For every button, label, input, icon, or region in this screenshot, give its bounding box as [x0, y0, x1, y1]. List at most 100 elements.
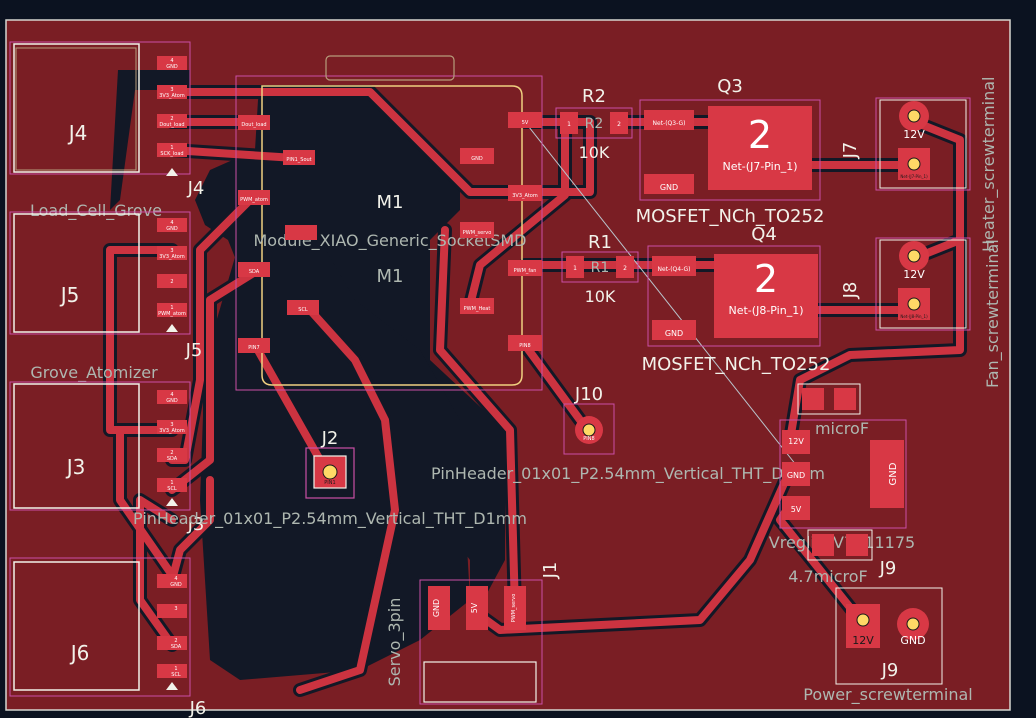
capacitor-c2[interactable]: 4.7microF: [788, 529, 873, 586]
header-j2[interactable]: J2 PIN1: [305, 428, 355, 499]
j3-pad-1-net: SCL: [167, 486, 177, 492]
j3-pad-2-net: SDA: [167, 456, 178, 462]
terminal-j8[interactable]: J8 12V Net-(J8-Pin_1): [840, 237, 971, 331]
fab-m1: Module_XIAO_Generic_SocketSMD: [254, 231, 527, 251]
ref-j4-top: J4: [187, 178, 205, 199]
connector-j3[interactable]: J3 J3 PinHeader_01x01_P2.54mm_Vertical_T…: [9, 381, 527, 535]
j4-pad-4-net: GND: [166, 64, 178, 70]
mosfet-q4[interactable]: Q4 MOSFET_NCh_TO252 Net-(Q4-G) GND 2 Net…: [642, 224, 831, 375]
m1-pad-9-net: PWM_Heat: [464, 306, 491, 312]
j6-pads: 4 GND 3 2 SDA 1 SCL: [157, 574, 187, 678]
ref-j10: J10: [574, 384, 603, 405]
fab-fan-terminal: Fan_screwterminal: [983, 239, 1003, 388]
fab-q4: MOSFET_NCh_TO252: [642, 354, 831, 375]
ref-r1-top: R1: [588, 232, 612, 253]
connector-j6[interactable]: J6 J6: [9, 557, 206, 718]
r1-pad-2: 2: [623, 265, 627, 272]
m1-pad-10-net: PWM_fan: [514, 268, 537, 274]
capacitor-c1[interactable]: [797, 383, 861, 415]
fab-vreg: Vreglin_V7811175: [769, 533, 915, 553]
ratsnest-line: [524, 121, 801, 471]
ref-j2: J2: [321, 428, 339, 449]
j8-pad-2-net: 12V: [903, 268, 925, 281]
j6-pad-1-net: SCL: [171, 672, 181, 678]
ref-r1: R1: [591, 260, 610, 276]
m1-pad-1-net: Dout_load: [241, 122, 266, 128]
j4-pad-1-net: SCK_load: [160, 151, 183, 157]
m1-pad-2-net: PIN1_Sout: [286, 157, 311, 163]
terminal-j9[interactable]: 12V GND J9 J9 Power_screwterminal: [803, 558, 973, 705]
ref-r2: R2: [585, 116, 604, 132]
module-m1[interactable]: M1 Module_XIAO_Generic_SocketSMD M1: [235, 55, 543, 391]
header-j10[interactable]: J10 PIN8 PinHeader_01x01_P2.54mm_Vertica…: [431, 384, 825, 484]
j7-pad-1-net: Net-(J7-Pin_1): [900, 174, 928, 179]
j5-pad-2-num: 2: [170, 279, 173, 285]
j10-pad-net: PIN8: [583, 436, 594, 442]
j4-pad-4-num: 4: [170, 58, 173, 64]
fab-j1: Servo_3pin: [385, 598, 405, 687]
j8-pad-1-net: Net-(J8-Pin_1): [900, 314, 928, 319]
j4-pad-3-num: 3: [170, 87, 173, 93]
m1-pads: Dout_load PIN1_Sout PWM_atom SDA SCL PIN…: [238, 112, 542, 353]
resistor-r2[interactable]: R2 R2 10K 1 2: [555, 86, 633, 162]
j5-pad-3-num: 3: [170, 248, 173, 254]
j3-pad-3-net: 3V3_Atom: [159, 428, 185, 434]
q3-gate-net: Net-(Q3-G): [653, 120, 686, 127]
m1-pad-11-net: PWM_servo: [463, 230, 492, 236]
q4-drain-num: 2: [754, 257, 778, 301]
mosfet-q3[interactable]: Q3 MOSFET_NCh_TO252 Net-(Q3-G) GND 2 Net…: [636, 76, 825, 227]
ref-m1: M1: [377, 266, 404, 287]
j6-pad-2-net: SDA: [171, 644, 182, 650]
q4-drain-net: Net-(J8-Pin_1): [729, 304, 804, 317]
m1-pad-12-net: 3V3_Atom: [512, 193, 538, 199]
fab-u1: microF: [815, 419, 869, 438]
m1-pad-3-net: PWM_atom: [240, 197, 268, 203]
m1-pad-13-net: GND: [471, 156, 483, 162]
q4-source-net: GND: [665, 329, 683, 338]
resistor-r1[interactable]: R1 R1 10K 1 2: [561, 232, 639, 306]
j6-pad-2-num: 2: [174, 638, 177, 644]
j2-pad-net: PIN1: [324, 480, 335, 486]
u1-pin1-net: 12V: [788, 437, 804, 446]
j5-pad-4-net: GND: [166, 226, 178, 232]
ref-r2-top: R2: [582, 86, 606, 107]
ref-q3: Q3: [717, 76, 743, 97]
j3-pad-1-num: 1: [170, 480, 173, 486]
m1-pad-14-net: 5V: [522, 120, 529, 126]
j4-pad-1-num: 1: [170, 145, 173, 151]
fab-c2: 4.7microF: [788, 567, 868, 586]
pin1-marker: [166, 682, 178, 690]
u1-pin2-net: GND: [787, 471, 805, 480]
pin1-marker: [166, 324, 178, 332]
ref-j5: J5: [59, 283, 80, 307]
ref-j4: J4: [67, 121, 88, 145]
j5-pad-3-net: 3V3_Atom: [159, 254, 185, 260]
connector-j4[interactable]: J4 J4 Load_Cell_Grove: [9, 41, 205, 221]
ref-j3: J3: [65, 455, 86, 479]
m1-pad-8-net: PIN8: [519, 343, 530, 349]
j1-pad-3-net: GND: [432, 599, 441, 617]
j6-pad-4-net: GND: [170, 582, 182, 588]
terminal-j7[interactable]: J7 12V Net-(J7-Pin_1): [840, 97, 971, 191]
j4-pad-3-net: 3V3_Atom: [159, 93, 185, 99]
j6-pad-4-num: 4: [174, 576, 177, 582]
connector-j1[interactable]: GND 5V PWM_servo J1 Servo_3pin: [385, 562, 561, 705]
fab-j3: PinHeader_01x01_P2.54mm_Vertical_THT_D1m…: [133, 509, 527, 529]
j3-pad-3-num: 3: [170, 422, 173, 428]
j5-pad-1-num: 1: [170, 305, 173, 311]
value-r2: 10K: [579, 143, 610, 162]
regulator-u1[interactable]: 12V GND 5V GND microF Vreglin_V7811175: [769, 419, 915, 553]
connector-j5[interactable]: J5 J5 Grove_Atomizer: [9, 211, 202, 383]
j3-pad-4-net: GND: [166, 398, 178, 404]
j9-pad-1-net: 12V: [852, 634, 874, 647]
value-r1: 10K: [585, 287, 616, 306]
pin1-marker: [166, 498, 178, 506]
ref-j8: J8: [840, 282, 861, 300]
j5-pad-1-net: PWM_atom: [158, 311, 186, 317]
fab-heater-terminal: Heater_screwterminal: [979, 77, 999, 253]
ref-j1: J1: [540, 562, 561, 580]
fab-j9: Power_screwterminal: [803, 685, 973, 705]
j9-pad-2-net: GND: [900, 634, 925, 647]
